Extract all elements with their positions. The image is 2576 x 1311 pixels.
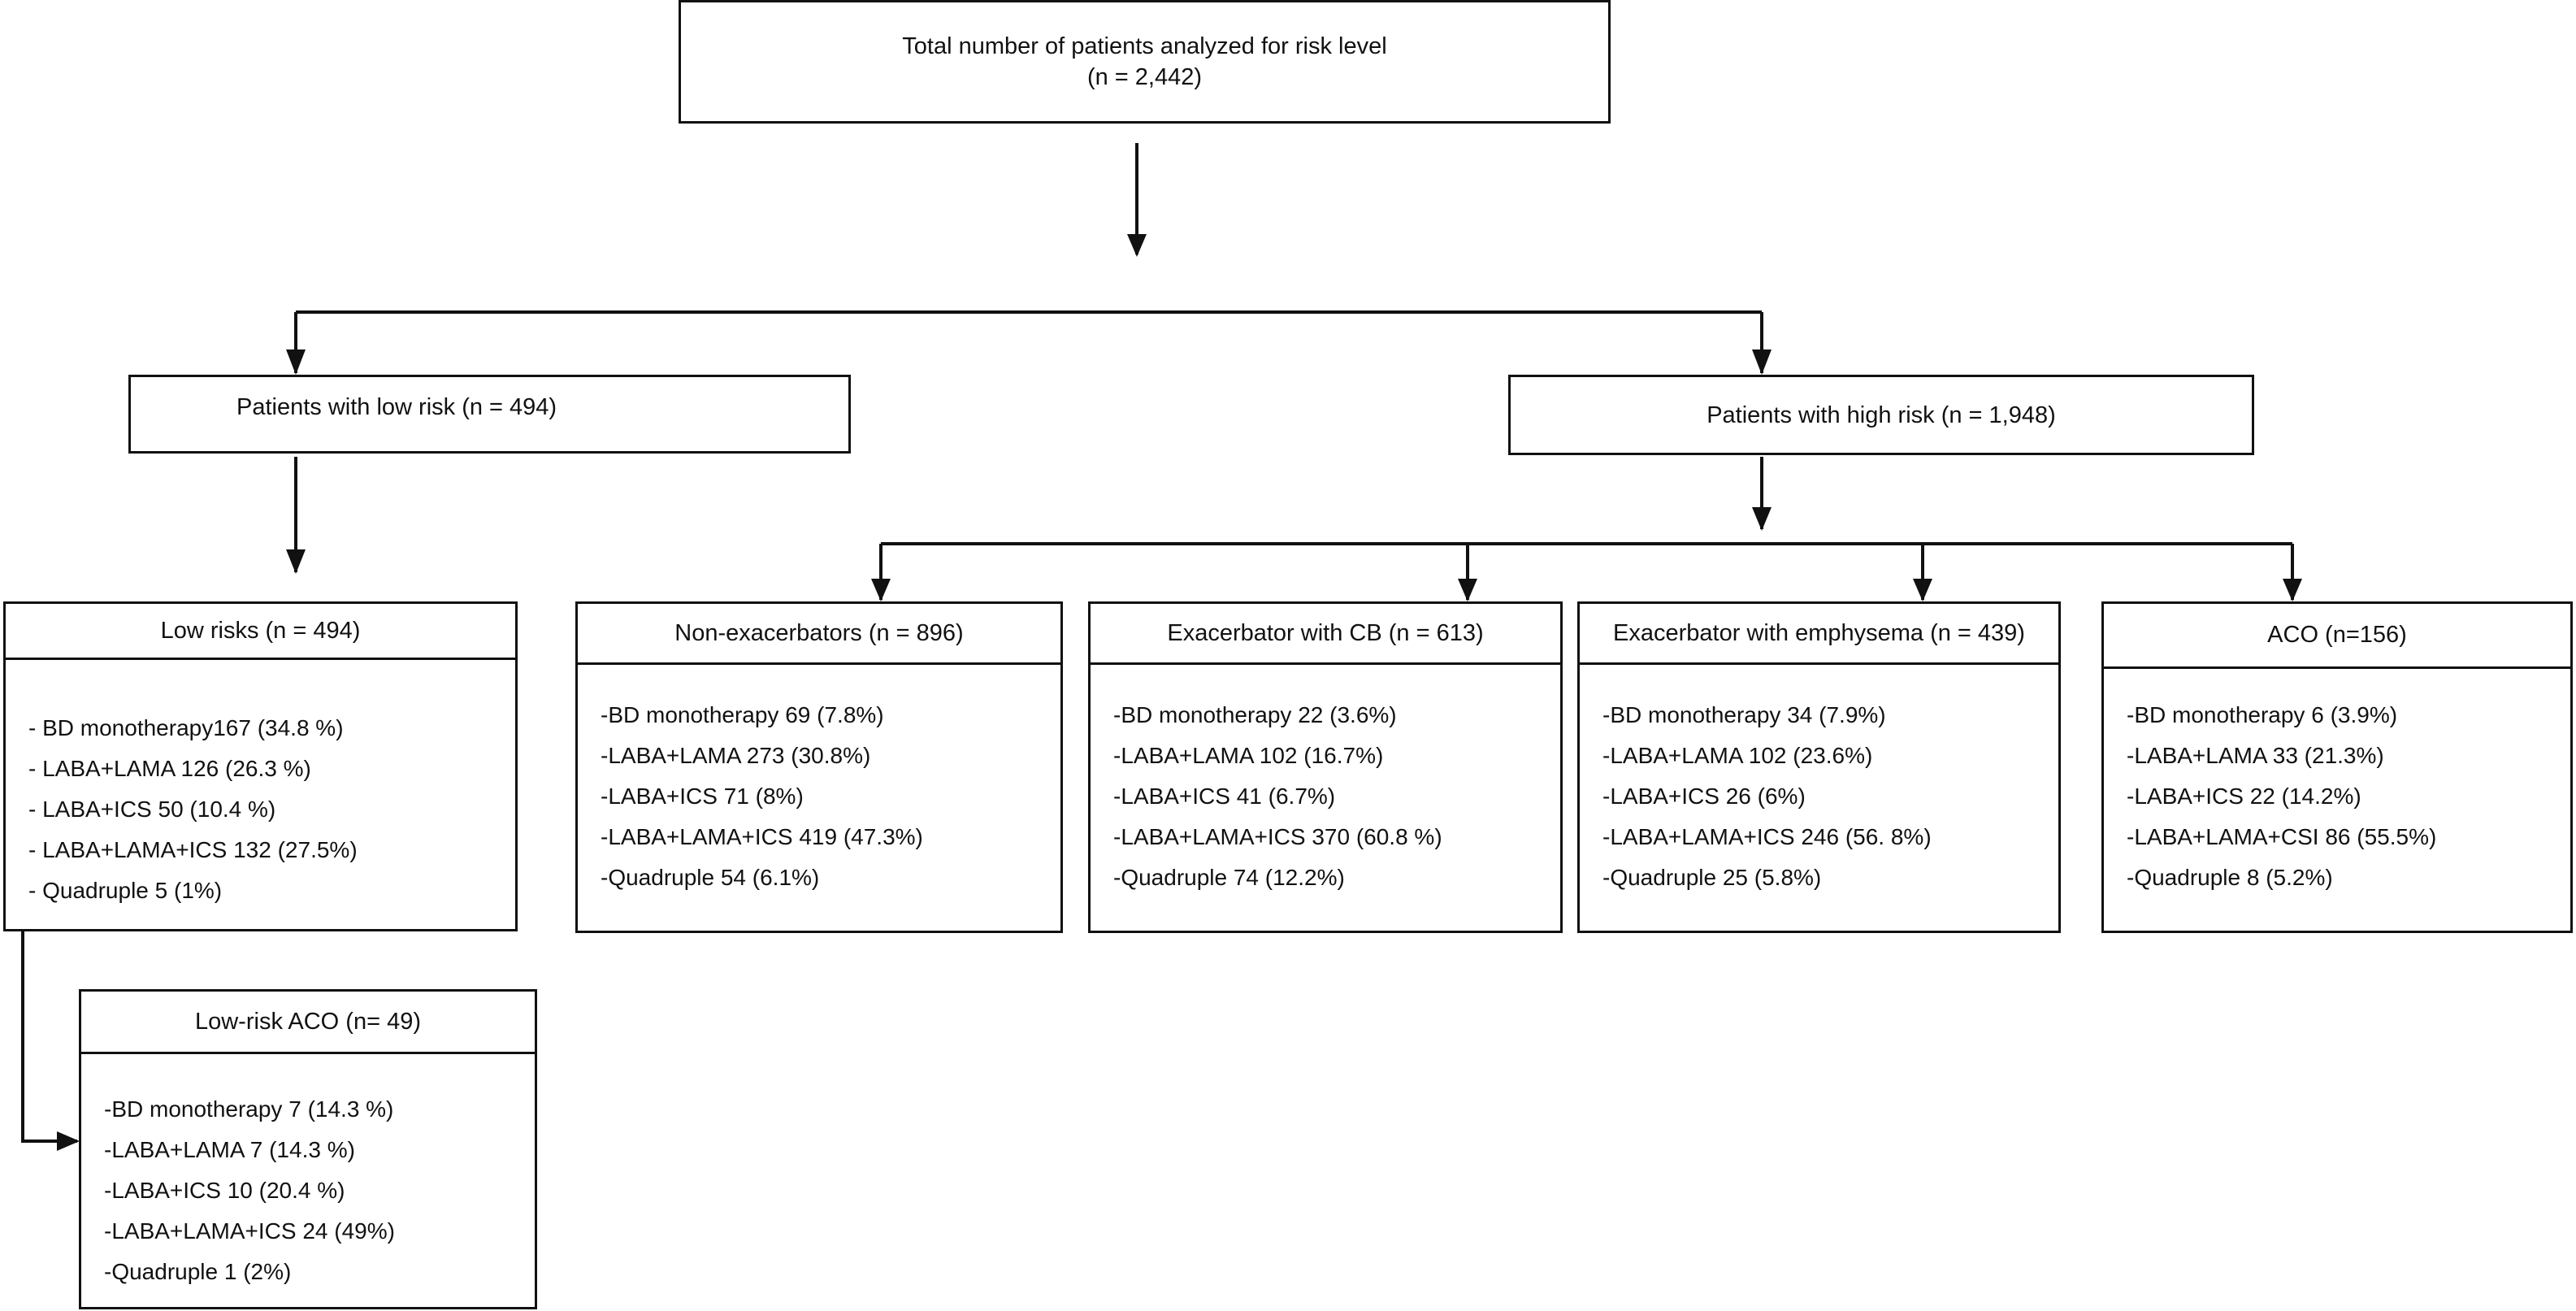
exacerbator-emphysema-group: Exacerbator with emphysema (n = 439) -BD …	[1577, 601, 2061, 933]
treatment-item: -Quadruple 1 (2%)	[104, 1259, 292, 1284]
treatment-item: -BD monotherapy 69 (7.8%)	[601, 702, 884, 727]
treatment-list: -BD monotherapy 69 (7.8%) -LABA+LAMA 273 …	[601, 695, 1052, 898]
exacerbator-cb-group: Exacerbator with CB (n = 613) -BD monothe…	[1088, 601, 1563, 933]
treatment-item: -LABA+ICS 10 (20.4 %)	[104, 1178, 345, 1203]
treatment-list: -BD monotherapy 6 (3.9%) -LABA+LAMA 33 (2…	[2127, 695, 2562, 898]
treatment-item: -LABA+LAMA+ICS 246 (56. 8%)	[1602, 824, 1932, 849]
low-risks-group: Low risks (n = 494) - BD monotherapy167 (…	[3, 601, 518, 931]
treatment-item: -LABA+LAMA+ICS 24 (49%)	[104, 1218, 395, 1244]
treatment-list: -BD monotherapy 22 (3.6%) -LABA+LAMA 102 …	[1113, 695, 1552, 898]
treatment-item: -Quadruple 54 (6.1%)	[601, 865, 820, 890]
treatment-item: -LABA+LAMA+ICS 370 (60.8 %)	[1113, 824, 1442, 849]
group-title: Low-risk ACO (n= 49)	[81, 992, 535, 1054]
total-title: Total number of patients analyzed for ri…	[902, 33, 1387, 59]
group-title: Exacerbator with CB (n = 613)	[1091, 604, 1560, 665]
treatment-item: -LABA+ICS 41 (6.7%)	[1113, 784, 1336, 809]
treatment-item: -BD monotherapy 34 (7.9%)	[1602, 702, 1886, 727]
treatment-item: -LABA+LAMA 102 (23.6%)	[1602, 743, 1873, 768]
treatment-item: -LABA+ICS 26 (6%)	[1602, 784, 1806, 809]
treatment-list: -BD monotherapy 7 (14.3 %) -LABA+LAMA 7 (…	[104, 1089, 527, 1292]
treatment-item: -Quadruple 25 (5.8%)	[1602, 865, 1822, 890]
treatment-item: -Quadruple 8 (5.2%)	[2127, 865, 2333, 890]
treatment-item: -BD monotherapy 22 (3.6%)	[1113, 702, 1397, 727]
treatment-item: -LABA+LAMA 102 (16.7%)	[1113, 743, 1384, 768]
treatment-list: - BD monotherapy167 (34.8 %) - LABA+LAMA …	[28, 708, 507, 911]
treatment-item: -LABA+LAMA 33 (21.3%)	[2127, 743, 2384, 768]
low-risk-title: Patients with low risk (n = 494)	[236, 394, 557, 420]
treatment-list: -BD monotherapy 34 (7.9%) -LABA+LAMA 102 …	[1602, 695, 2050, 898]
total-n: (n = 2,442)	[1086, 64, 1203, 90]
group-title: Exacerbator with emphysema (n = 439)	[1580, 604, 2058, 665]
treatment-item: -BD monotherapy 6 (3.9%)	[2127, 702, 2398, 727]
treatment-item: - LABA+ICS 50 (10.4 %)	[28, 797, 276, 822]
treatment-item: -LABA+ICS 71 (8%)	[601, 784, 804, 809]
treatment-item: -Quadruple 74 (12.2%)	[1113, 865, 1345, 890]
treatment-item: -LABA+LAMA+CSI 86 (55.5%)	[2127, 824, 2437, 849]
treatment-item: - LABA+LAMA 126 (26.3 %)	[28, 756, 311, 781]
treatment-item: - BD monotherapy167 (34.8 %)	[28, 715, 344, 740]
non-exacerbators-group: Non-exacerbators (n = 896) -BD monotherap…	[575, 601, 1063, 933]
treatment-item: -LABA+LAMA 273 (30.8%)	[601, 743, 871, 768]
treatment-item: -LABA+LAMA+ICS 419 (47.3%)	[601, 824, 923, 849]
treatment-item: -LABA+ICS 22 (14.2%)	[2127, 784, 2361, 809]
treatment-item: - LABA+LAMA+ICS 132 (27.5%)	[28, 837, 358, 862]
treatment-item: -LABA+LAMA 7 (14.3 %)	[104, 1137, 355, 1162]
low-risk-box: Patients with low risk (n = 494)	[128, 375, 851, 454]
treatment-item: - Quadruple 5 (1%)	[28, 878, 223, 903]
high-risk-title: Patients with high risk (n = 1,948)	[1706, 402, 2056, 428]
treatment-item: -BD monotherapy 7 (14.3 %)	[104, 1096, 394, 1122]
arrow-to-low-risk-aco	[21, 931, 77, 1143]
low-risk-aco-group: Low-risk ACO (n= 49) -BD monotherapy 7 (1…	[79, 989, 537, 1309]
group-title: Non-exacerbators (n = 896)	[578, 604, 1060, 665]
group-title: Low risks (n = 494)	[6, 604, 515, 660]
total-patients-box: Total number of patients analyzed for ri…	[679, 0, 1611, 124]
high-risk-box: Patients with high risk (n = 1,948)	[1508, 375, 2254, 455]
aco-group: ACO (n=156) -BD monotherapy 6 (3.9%) -LABA…	[2101, 601, 2573, 933]
group-title: ACO (n=156)	[2104, 604, 2570, 669]
